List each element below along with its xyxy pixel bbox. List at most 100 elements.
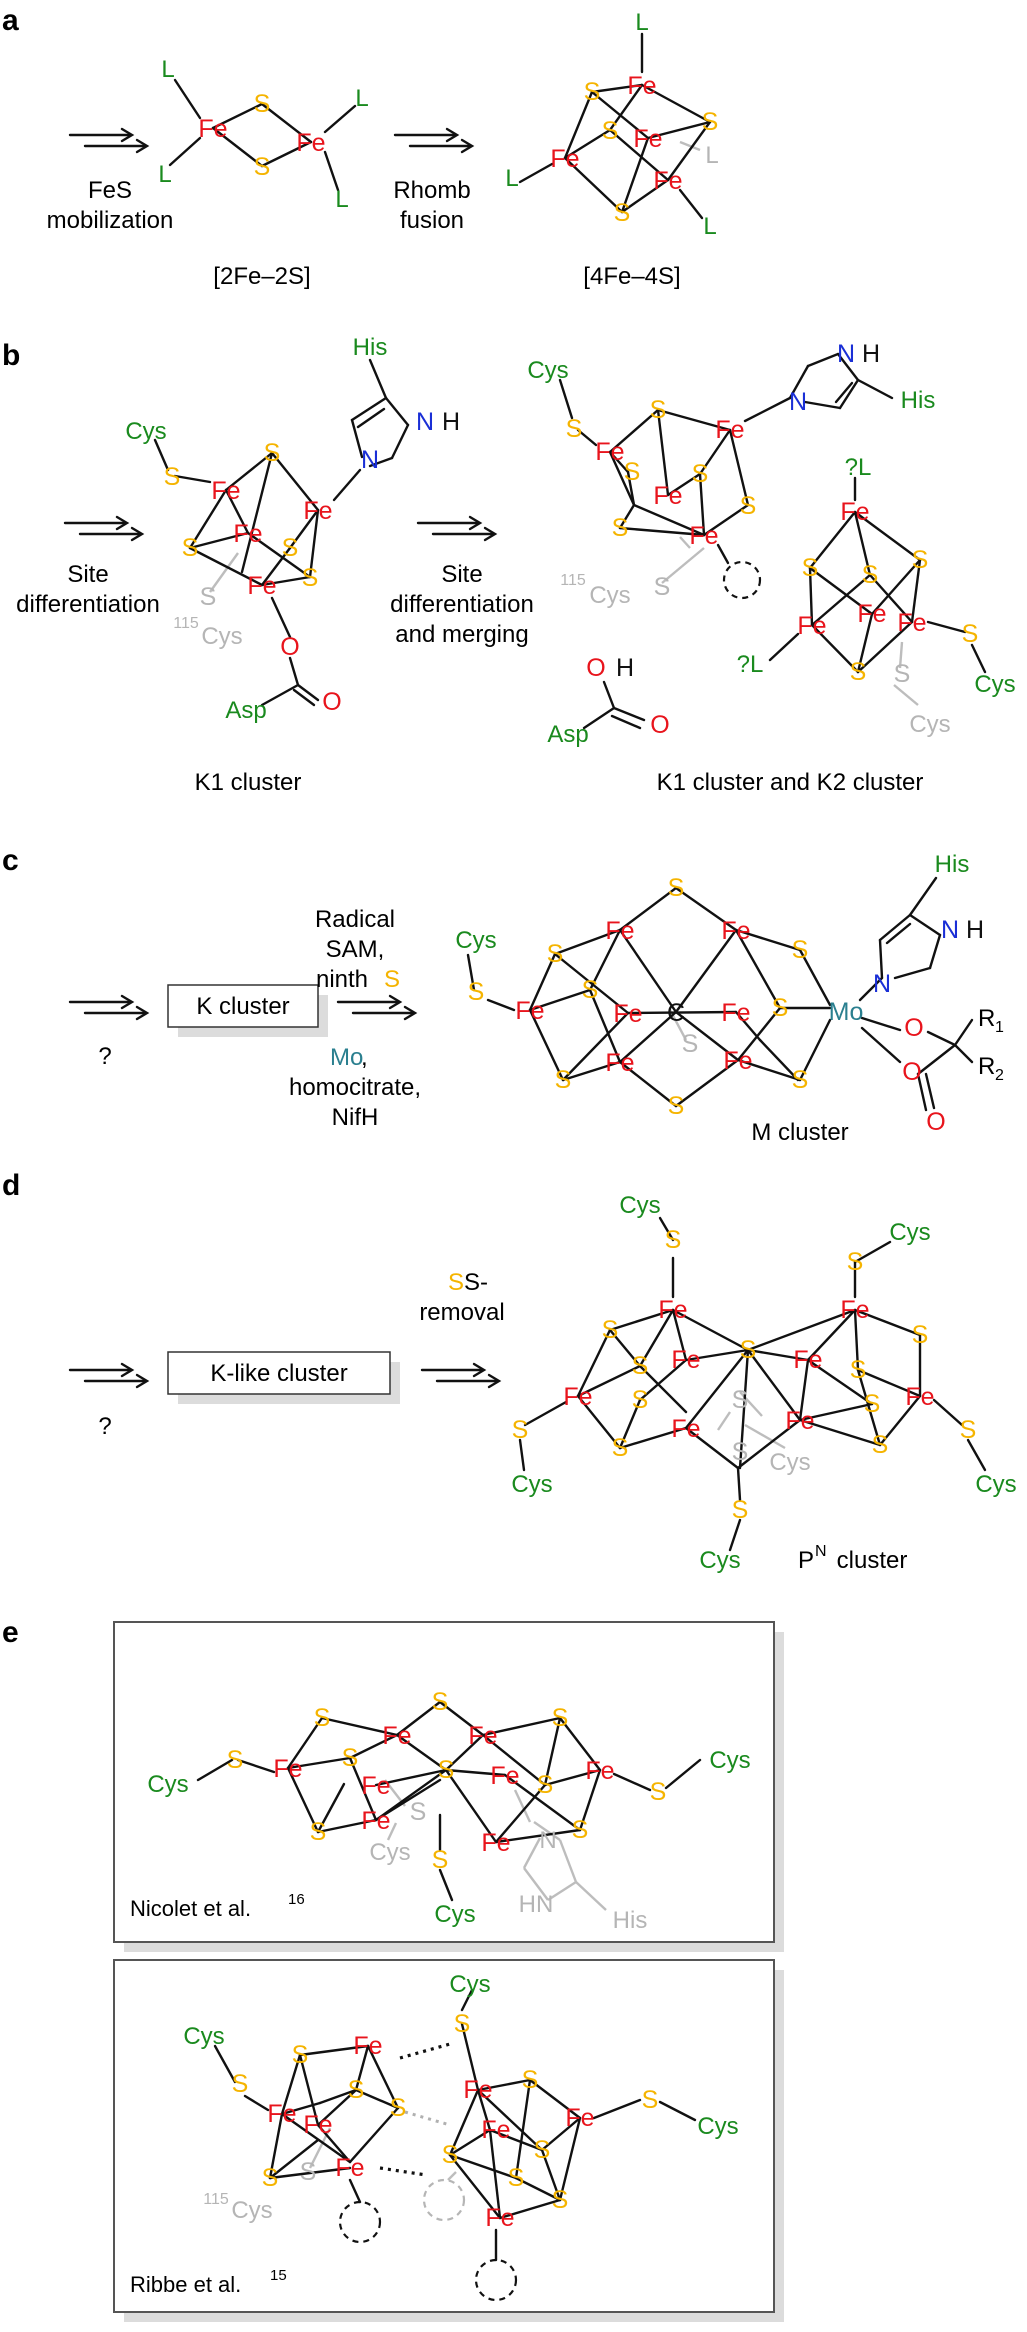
step-text: ninth <box>316 966 368 993</box>
n-atom: N <box>789 388 807 416</box>
h-atom: H <box>442 408 460 436</box>
n-atom: N <box>361 446 379 474</box>
s-atom: S <box>454 2010 471 2038</box>
cluster-ribbe: Fe Fe Fe Fe Fe Fe Fe Fe S S S S S S S S … <box>183 1971 739 2302</box>
cys-ligand: Cys <box>909 711 950 738</box>
s-atom: S <box>182 534 199 562</box>
fe-atom: Fe <box>468 1722 497 1750</box>
cluster-nicolet: Fe Fe Fe Fe Fe Fe Fe Fe S S S S S S S S … <box>147 1688 750 1934</box>
fe-atom: Fe <box>605 917 634 945</box>
step-text: differentiation <box>16 591 160 618</box>
s-atom: S <box>792 1066 809 1094</box>
cluster-k1: Fe Fe Fe Fe S S S S S Cys S 115 Cys O O … <box>125 334 460 724</box>
fe-atom: Fe <box>793 1346 822 1374</box>
cys-ligand: Cys <box>455 927 496 954</box>
s-atom: S <box>348 2076 365 2104</box>
step-text: differentiation <box>390 591 534 618</box>
s-atom: S <box>894 660 911 688</box>
s-atom: S <box>432 1688 449 1716</box>
r-group: R <box>978 1053 995 1080</box>
cluster-label: [2Fe–2S] <box>213 263 310 290</box>
fe-atom: Fe <box>550 145 579 173</box>
s-atom: S <box>632 1352 649 1380</box>
step-text: mobilization <box>47 207 174 234</box>
mo-text: Mo <box>330 1044 363 1071</box>
s-atom: S <box>772 994 789 1022</box>
fe-atom: Fe <box>382 1722 411 1750</box>
s-atom: S <box>300 2158 317 2186</box>
s-atom: S <box>254 90 271 118</box>
cys-ligand: Cys <box>125 418 166 445</box>
double-arrow-icon <box>63 515 145 542</box>
s-atom: S <box>584 78 601 106</box>
ligand-label: ?L <box>737 651 764 678</box>
panel-d-letter: d <box>2 1169 20 1202</box>
s-atom: S <box>850 1356 867 1384</box>
fe-atom: Fe <box>785 1407 814 1435</box>
s-atom: S <box>960 1416 977 1444</box>
fe-atom: Fe <box>247 572 276 600</box>
s-atom: S <box>612 514 629 542</box>
s-atom: S <box>850 658 867 686</box>
s-atom: S <box>582 976 599 1004</box>
fe-atom: Fe <box>198 115 227 143</box>
s-atom: S <box>732 1496 749 1524</box>
double-arrow-icon <box>336 994 418 1021</box>
his-ligand: His <box>613 1907 648 1934</box>
s-atom: S <box>512 1416 529 1444</box>
fe-atom: Fe <box>627 72 656 100</box>
cys-ligand: Cys <box>769 1449 810 1476</box>
n-atom: N <box>873 970 891 998</box>
o-atom: O <box>280 633 299 661</box>
step-text: Rhomb <box>393 177 470 204</box>
nh-group: HN <box>519 1891 554 1918</box>
r-group: R <box>978 1005 995 1032</box>
s-atom: S <box>632 1386 649 1414</box>
s-atom: S <box>732 1386 749 1414</box>
fe-atom: Fe <box>905 1383 934 1411</box>
fe-atom: Fe <box>605 1049 634 1077</box>
s-atom: S <box>410 1798 427 1826</box>
double-arrow-icon <box>68 127 150 154</box>
s-atom: S <box>668 1092 685 1120</box>
s-atom: S <box>264 439 281 467</box>
s-atom: S <box>468 978 485 1006</box>
s-atom: S <box>732 1438 749 1466</box>
fe-atom: Fe <box>653 482 682 510</box>
panel-b: b Site differentiation <box>2 334 1016 796</box>
step-text: NifH <box>332 1104 379 1131</box>
s-atom: S <box>692 460 709 488</box>
s-atom: S <box>572 1816 589 1844</box>
panel-a: a FeS mobilization Fe Fe S S L L L L [2 <box>2 4 719 290</box>
fe-atom: Fe <box>303 2111 332 2139</box>
step-text: , <box>361 1044 368 1071</box>
s-atom: S <box>227 1746 244 1774</box>
s-atom: S <box>740 1336 757 1364</box>
s-atom: S <box>164 463 181 491</box>
s-atom: S <box>292 2041 309 2069</box>
o-atom: O <box>322 688 341 716</box>
fe-atom: Fe <box>296 129 325 157</box>
fe-atom: Fe <box>633 125 662 153</box>
fe-atom: Fe <box>797 612 826 640</box>
ligand-label: L <box>505 165 518 192</box>
cys-ligand: Cys <box>369 1839 410 1866</box>
s-atom: S <box>310 1818 327 1846</box>
fe-atom: Fe <box>840 1296 869 1324</box>
s-atom: S <box>602 117 619 145</box>
step-text: Site <box>67 561 108 588</box>
s-atom: S <box>522 2066 539 2094</box>
panel-d: d ? K-like cluster S S- removal <box>2 1169 1017 1574</box>
double-arrow-icon <box>68 1362 150 1389</box>
residue-number: 115 <box>203 2191 229 2208</box>
o-atom: O <box>586 654 605 682</box>
residue-number: 115 <box>173 615 199 632</box>
ligand-label: L <box>158 161 171 188</box>
s-atom: S <box>342 1744 359 1772</box>
step-text: Radical <box>315 906 395 933</box>
cys-ligand: Cys <box>231 2197 272 2224</box>
cys-ligand: Cys <box>527 357 568 384</box>
cluster-p: Fe Fe Fe Fe Fe Fe Fe Fe S S S S S S S S … <box>511 1192 1016 1574</box>
s-atom: S <box>614 199 631 227</box>
s-atom: S <box>282 534 299 562</box>
